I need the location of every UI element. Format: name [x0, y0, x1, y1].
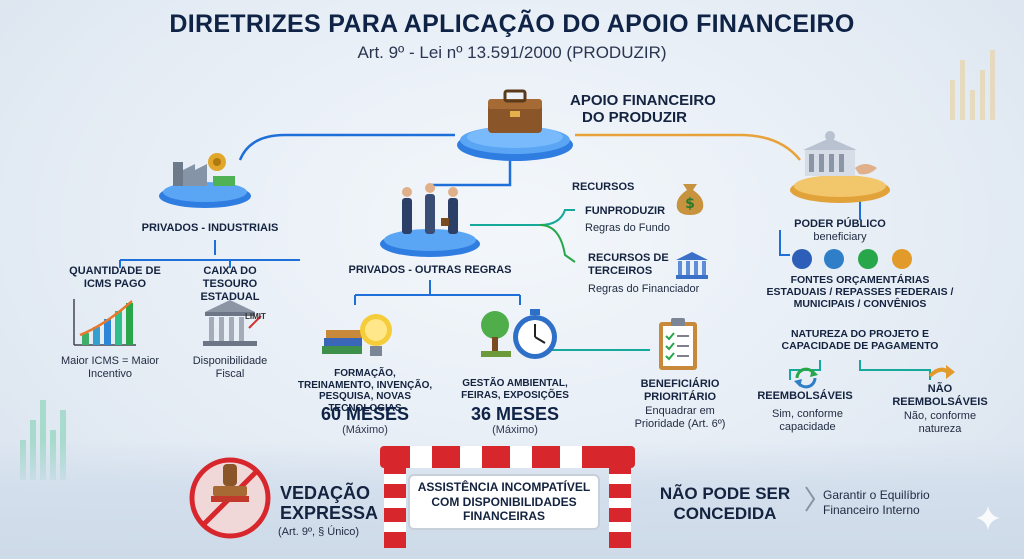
nao-reembolsaveis-caption: Não, conforme natureza: [903, 410, 977, 436]
central-title: APOIO FINANCEIRO DO PRODUZIR: [570, 92, 716, 127]
treasury-icon: [195, 298, 265, 350]
vedacao-line1: VEDAÇÃO: [280, 483, 371, 503]
government-node: [785, 128, 895, 206]
industrial-node: [155, 140, 255, 210]
barrier-icon: [380, 440, 635, 550]
gestao-note: (Máximo): [492, 424, 538, 436]
sparkle-icon: [975, 505, 1001, 531]
limit-label: LIMIT: [245, 312, 266, 321]
beneficiario-caption: Enquadrar em Prioridade (Art. 6º): [634, 405, 726, 431]
natureza-projeto: NATUREZA DO PROJETO E CAPACIDADE DE PAGA…: [781, 328, 939, 353]
gestao-title: GESTÃO AMBIENTAL, FEIRAS, EXPOSIÇÕES: [461, 378, 569, 401]
formacao-months: 60 MESES: [320, 404, 410, 424]
gestao-months: 36 MESES: [470, 404, 560, 424]
formacao-note: (Máximo): [342, 424, 388, 436]
funding-source-icons: [790, 247, 920, 271]
vedacao-heading: VEDAÇÃO EXPRESSA: [280, 483, 379, 524]
fontes-orcamentarias: FONTES ORÇAMENTÁRIAS ESTADUAIS / REPASSE…: [766, 274, 954, 311]
vedacao-line2: EXPRESSA: [280, 502, 379, 523]
caixa-title: CAIXA DO TESOURO ESTADUAL: [200, 265, 260, 304]
arrow-right-icon: [928, 362, 956, 384]
nao-reembolsaveis-title: NÃO REEMBOLSÁVEIS: [892, 383, 988, 408]
funproduzir-caption: Regras do Fundo: [585, 222, 670, 234]
barrier-text: ASSISTÊNCIA INCOMPATÍVEL COM DISPONIBILI…: [408, 474, 600, 530]
page-subtitle: Art. 9º - Lei nº 13.591/2000 (PRODUZIR): [357, 43, 667, 62]
beneficiario-title: BENEFICIÁRIO PRIORITÁRIO: [640, 378, 720, 403]
terceiros-caption: Regras do Financiador: [588, 283, 700, 295]
outras-regras-node: [375, 180, 485, 260]
recursos-label: RECURSOS: [572, 181, 635, 193]
outras-regras-label: PRIVADOS - OUTRAS REGRAS: [348, 264, 512, 276]
books-lightbulb-icon: [318, 306, 398, 366]
vedacao-reference: (Art. 9º, § Único): [278, 526, 360, 538]
reembolsaveis-title: REEMBOLSÁVEIS: [757, 390, 853, 402]
formacao-title: FORMAÇÃO, TREINAMENTO, INVENÇÃO, PESQUIS…: [297, 368, 433, 414]
central-node: [450, 85, 580, 165]
poder-publico-caption: beneficiary: [813, 231, 867, 243]
poder-publico-title: PODER PÚBLICO: [794, 218, 886, 230]
icms-caption: Maior ICMS = Maior Incentivo: [60, 355, 160, 381]
funproduzir-title: FUNPRODUZIR: [585, 205, 666, 217]
terceiros-title: RECURSOS DE TERCEIROS: [588, 252, 669, 277]
caixa-caption: Disponibilidade Fiscal: [192, 355, 268, 381]
central-title-line2: DO PRODUZIR: [582, 109, 687, 127]
icms-title: QUANTIDADE DE ICMS PAGO: [69, 265, 161, 291]
garantir-line2: Financeiro Interno: [823, 503, 920, 517]
clipboard-checklist-icon: [655, 316, 701, 372]
government-building-icon: [790, 131, 890, 203]
garantir-line1: Garantir o Equilíbrio: [823, 488, 930, 502]
nao-pode-heading: NÃO PODE SER CONCEDIDA: [650, 484, 800, 523]
business-people-icon: [380, 183, 480, 257]
prohibited-stamp-icon: [185, 450, 275, 540]
bank-icon: [672, 250, 712, 282]
briefcase-icon: [457, 89, 573, 161]
reembolsaveis-caption: Sim, conforme capacidade: [772, 408, 843, 434]
chevron-right-icon: [803, 484, 817, 514]
central-title-line1: APOIO FINANCEIRO: [570, 92, 716, 109]
factory-icon: [159, 153, 251, 208]
industrial-label: PRIVADOS - INDUSTRIAIS: [141, 222, 279, 234]
growth-chart-icon: [70, 295, 140, 350]
page-title: DIRETRIZES PARA APLICAÇÃO DO APOIO FINAN…: [169, 10, 855, 38]
nao-pode-line2: CONCEDIDA: [673, 503, 777, 523]
nao-pode-line1: NÃO PODE SER: [659, 484, 791, 503]
recycle-arrows-icon: [792, 366, 820, 390]
svg-text:$: $: [685, 196, 695, 212]
garantir-equilibrio: Garantir o Equilíbrio Financeiro Interno: [823, 488, 930, 518]
money-bag-icon: $: [673, 176, 707, 216]
tree-stopwatch-icon: [475, 303, 565, 365]
